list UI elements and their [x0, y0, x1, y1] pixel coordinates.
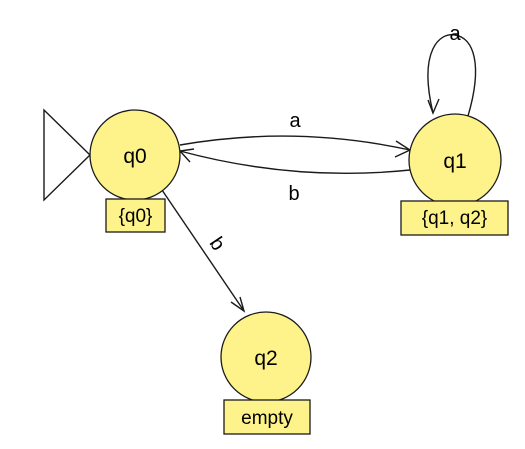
- transition-label-q1-q1: a: [449, 23, 461, 45]
- transition-label-q0-q1: a: [289, 110, 301, 132]
- initial-state-marker: [43, 108, 92, 202]
- transition-label-q1-q0: b: [288, 183, 299, 205]
- transition-edge-q1-q0: [179, 150, 411, 175]
- transition-edge-q0-q2: [161, 189, 245, 312]
- state-set-label-q1: {q1, q2}: [422, 208, 488, 229]
- state-set-label-q2: empty: [241, 408, 293, 429]
- transition-arrowhead-q1-q0: [178, 148, 195, 163]
- state-q2: q2 empty: [220, 311, 312, 435]
- state-set-box-q0: [105, 198, 166, 233]
- state-label-q2: q2: [254, 347, 277, 370]
- transition-arrowhead-q1-q1: [427, 98, 440, 115]
- transition-edge-q0-q1: [179, 135, 411, 151]
- state-q0: q0 {q0}: [89, 109, 181, 233]
- state-label-q1: q1: [443, 150, 466, 173]
- transition-edge-q1-q1: [427, 34, 477, 117]
- state-set-label-q0: {q0}: [119, 206, 153, 227]
- transition-arrowhead-q0-q2: [230, 296, 246, 313]
- state-q1: q1 {q1, q2}: [400, 113, 509, 236]
- state-set-box-q1: [400, 200, 509, 236]
- state-set-box-q2: [223, 399, 311, 435]
- transition-label-q0-q2: b: [205, 233, 229, 255]
- state-label-q0: q0: [123, 145, 146, 168]
